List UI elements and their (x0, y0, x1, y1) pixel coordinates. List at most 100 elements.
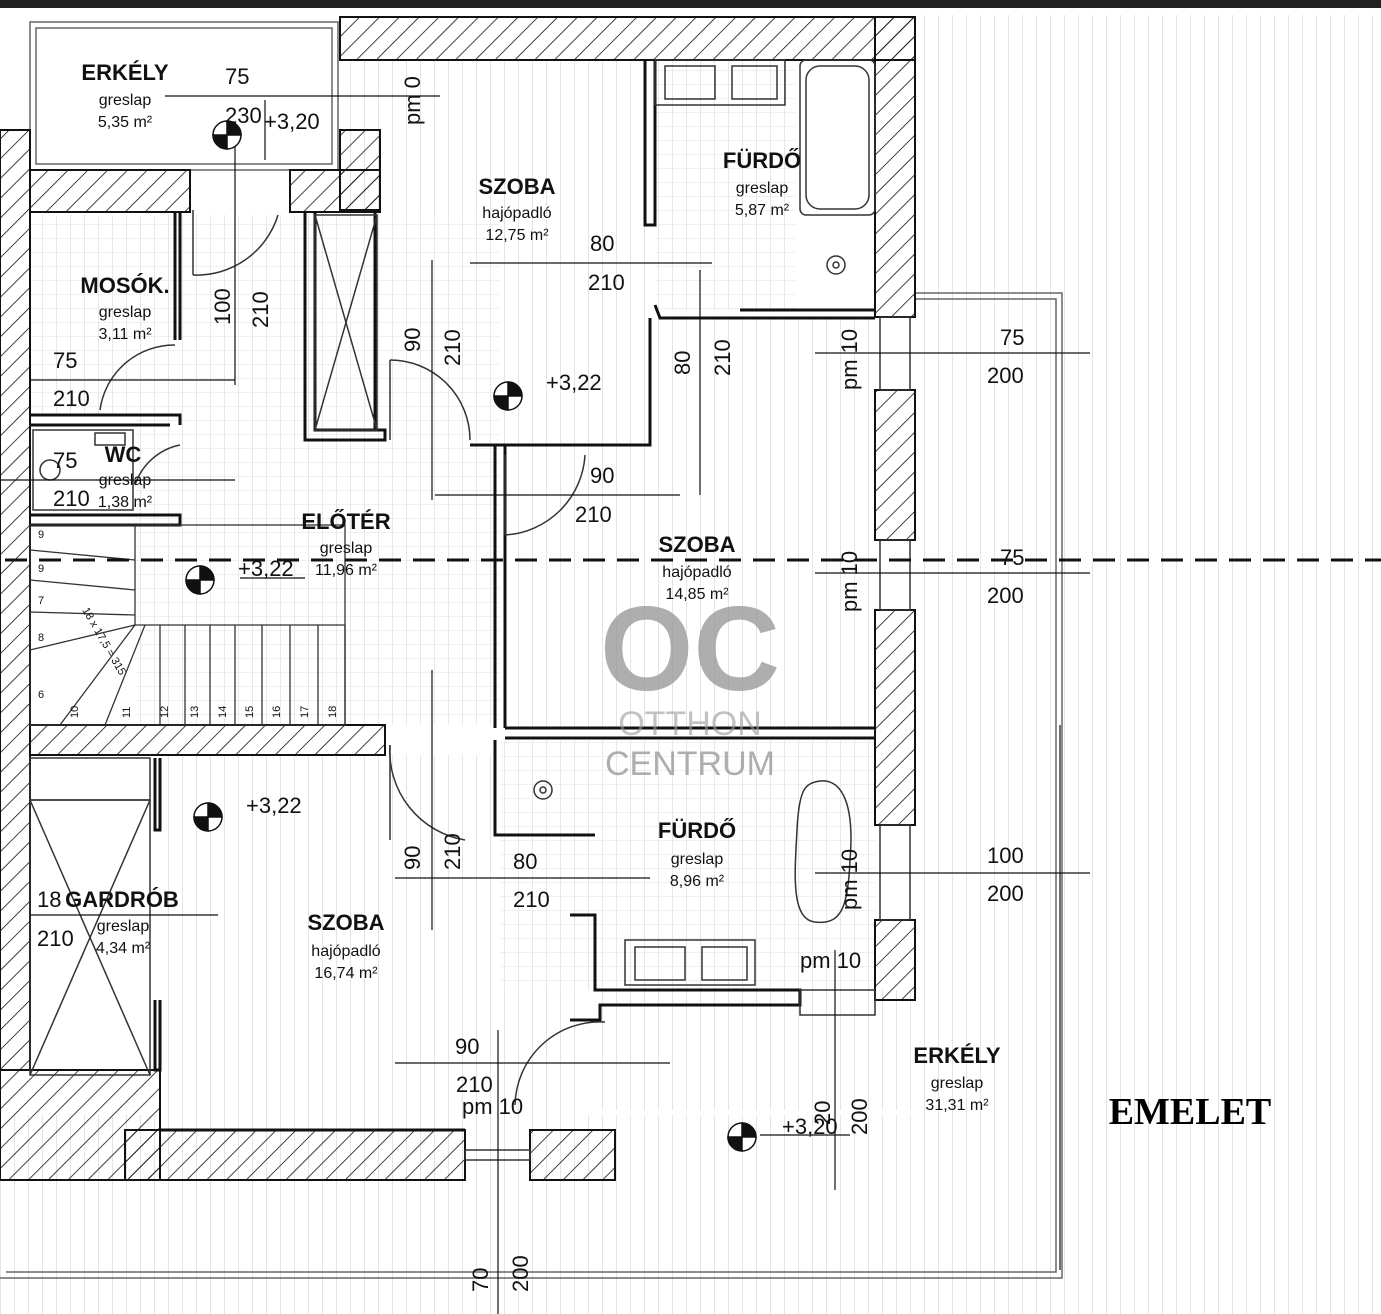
watermark-line2: CENTRUM (605, 745, 775, 783)
room-furdo-bottom-area: 8,96 m² (670, 873, 725, 890)
stair-step-label: 8 (38, 632, 44, 644)
room-mosok-name: MOSÓK. (80, 273, 169, 298)
level-label: +3,20 (264, 109, 320, 134)
level-label: +3,20 (782, 1114, 838, 1139)
room-szoba-top-name: SZOBA (479, 174, 556, 199)
dim-label: 200 (508, 1255, 533, 1292)
room-szoba-bottom-name: SZOBA (308, 910, 385, 935)
room-erkely-top-material: greslap (99, 92, 152, 109)
doors (99, 210, 606, 1106)
dim-label: 90 (590, 463, 614, 488)
dim-label: 70 (468, 1268, 493, 1292)
dim-label: 90 (455, 1034, 479, 1059)
dim-label: 210 (37, 926, 74, 951)
room-erkely-top-area: 5,35 m² (98, 114, 153, 131)
level-markers (185, 120, 757, 1152)
room-szoba-bottom-area: 16,74 m² (314, 965, 378, 982)
watermark-line1: OTTHON (618, 705, 762, 743)
level-label: +3,22 (246, 793, 302, 818)
room-furdo-bottom-name: FÜRDŐ (658, 818, 736, 843)
dim-label: pm 0 (400, 76, 425, 125)
room-eloter-name: ELŐTÉR (301, 509, 390, 534)
stair-step-label: 6 (38, 689, 44, 701)
room-wc-name: WC (105, 442, 142, 467)
room-erkely-big-area: 31,31 m² (925, 1097, 989, 1114)
dim-label: 75 (53, 448, 77, 473)
room-szoba-bottom-material: hajópadló (311, 943, 381, 960)
room-wc-material: greslap (99, 472, 152, 489)
room-furdo-top-area: 5,87 m² (735, 202, 790, 219)
room-szoba-top-material: hajópadló (482, 205, 552, 222)
room-gardrob-material: greslap (97, 918, 150, 935)
stair-step-label: 17 (299, 706, 311, 718)
room-mosok-material: greslap (99, 304, 152, 321)
stair-step-label: 13 (189, 706, 201, 718)
dim-label: pm 10 (837, 849, 862, 910)
room-wc-area: 1,38 m² (98, 494, 153, 511)
dim-label: 210 (456, 1072, 493, 1097)
dim-label: 80 (670, 351, 695, 375)
dim-label: 210 (575, 502, 612, 527)
dim-label: 210 (440, 833, 465, 870)
dim-label: 200 (987, 583, 1024, 608)
walls (0, 16, 916, 1181)
room-szoba-right-name: SZOBA (659, 532, 736, 557)
stair-step-label: 16 (271, 706, 283, 718)
dim-label: 18 (37, 887, 61, 912)
dim-label: 100 (987, 843, 1024, 868)
stair-step-label: 14 (217, 706, 229, 718)
room-erkely-big-name: ERKÉLY (913, 1043, 1001, 1068)
room-gardrob-area: 4,34 m² (96, 940, 151, 957)
level-label: +3,22 (546, 370, 602, 395)
dim-label: pm 10 (837, 329, 862, 390)
room-furdo-bottom-material: greslap (671, 851, 724, 868)
room-erkely-top-name: ERKÉLY (81, 60, 169, 85)
level-labels: +3,20 +3,22 +3,22 +3,22 +3,20 (238, 109, 838, 1139)
floor-title: EMELET (1109, 1091, 1272, 1133)
stair-step-label: 10 (69, 706, 81, 718)
dim-label: 210 (440, 329, 465, 366)
dim-label: 80 (513, 849, 537, 874)
dimension-labels: 75 230 pm 0 100 210 75 210 75 210 90 210… (37, 64, 1024, 1292)
room-eloter-material: greslap (320, 540, 373, 557)
dim-label: 75 (53, 348, 77, 373)
stair-step-label: 12 (159, 706, 171, 718)
stair-step-label: 11 (121, 707, 133, 718)
dim-label: 200 (987, 363, 1024, 388)
dim-label: 200 (847, 1098, 872, 1135)
dim-label: 210 (710, 339, 735, 376)
dim-label: 210 (588, 270, 625, 295)
dim-label: 80 (590, 231, 614, 256)
room-furdo-top-name: FÜRDŐ (723, 148, 801, 173)
dim-label: 210 (248, 291, 273, 328)
level-label: +3,22 (238, 556, 294, 581)
partitions (30, 60, 875, 1132)
leader-lines (0, 95, 1090, 1314)
dim-label: 90 (400, 846, 425, 870)
watermark-logo: OC OTTHON CENTRUM (600, 582, 780, 783)
floor-fills (0, 15, 1381, 1314)
room-szoba-right-material: hajópadló (662, 564, 732, 581)
wardrobes (29, 214, 378, 1076)
dim-label: 75 (225, 64, 249, 89)
stair-step-label: 9 (38, 529, 44, 541)
room-szoba-right-area: 14,85 m² (665, 586, 729, 603)
dim-label: 75 (1000, 325, 1024, 350)
stair-step-label: 9 (38, 563, 44, 575)
stair-step-label: 15 (244, 706, 256, 718)
stair-step-label: 7 (38, 595, 44, 607)
dim-label: 210 (53, 486, 90, 511)
stair-step-label: 18 (327, 706, 339, 718)
room-gardrob-name: GARDRÓB (65, 887, 179, 912)
watermark-oc: OC (600, 582, 780, 716)
room-furdo-top-material: greslap (736, 180, 789, 197)
dim-label: 230 (225, 103, 262, 128)
dim-label: 210 (513, 887, 550, 912)
room-labels: ERKÉLY greslap 5,35 m² SZOBA hajópadló 1… (65, 60, 1001, 1114)
stairs (29, 524, 346, 726)
dim-label: pm 10 (462, 1094, 523, 1119)
dim-label: 90 (400, 328, 425, 352)
dim-label: 75 (1000, 545, 1024, 570)
room-eloter-area: 11,96 m² (315, 562, 378, 579)
